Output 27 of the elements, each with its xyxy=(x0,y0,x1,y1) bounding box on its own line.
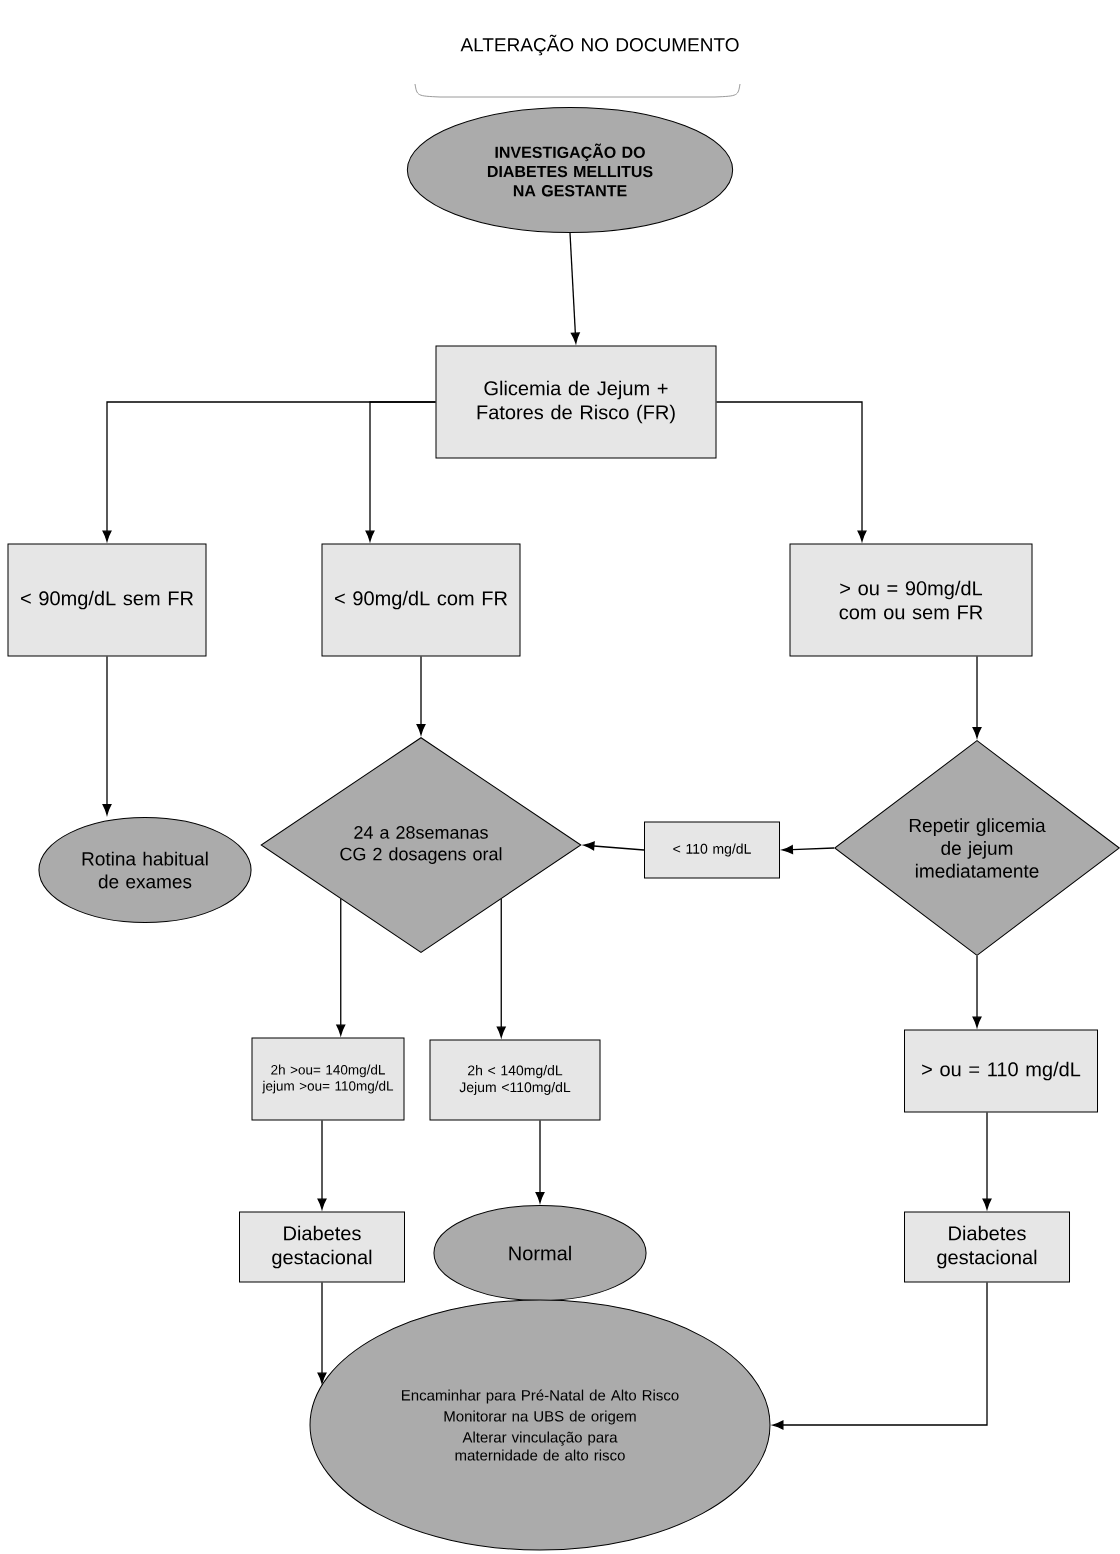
process-box: < 90mg/dL sem FR xyxy=(7,543,207,657)
arrow xyxy=(365,401,437,542)
arrow xyxy=(982,1111,992,1210)
process-box: Glicemia de Jejum + Fatores de Risco (FR) xyxy=(435,345,717,459)
arrow xyxy=(715,401,867,542)
arrow xyxy=(972,955,982,1028)
arrow xyxy=(772,1281,988,1430)
arrow xyxy=(317,1119,327,1210)
arrow xyxy=(535,1119,545,1204)
arrow xyxy=(336,898,346,1036)
arrow xyxy=(496,898,506,1038)
process-box: Diabetes gestacional xyxy=(904,1211,1070,1283)
process-box: 2h >ou= 140mg/dL jejum >ou= 110mg/dL xyxy=(251,1037,405,1121)
process-box: < 90mg/dL com FR xyxy=(321,543,521,657)
process-box: < 110 mg/dL xyxy=(644,821,780,879)
arrow xyxy=(583,841,645,851)
arrow xyxy=(416,655,426,736)
arrow xyxy=(569,232,580,344)
arrow xyxy=(781,845,835,855)
arrow xyxy=(102,655,112,816)
process-box: > ou = 110 mg/dL xyxy=(904,1029,1098,1113)
process-box: 2h < 140mg/dL Jejum <110mg/dL xyxy=(429,1039,601,1121)
title: ALTERAÇÃO NO DOCUMENTO xyxy=(460,34,739,56)
arrow xyxy=(972,655,982,739)
process-box: Diabetes gestacional xyxy=(239,1211,405,1283)
process-box: > ou = 90mg/dL com ou sem FR xyxy=(789,543,1033,657)
arrow xyxy=(317,1281,327,1384)
